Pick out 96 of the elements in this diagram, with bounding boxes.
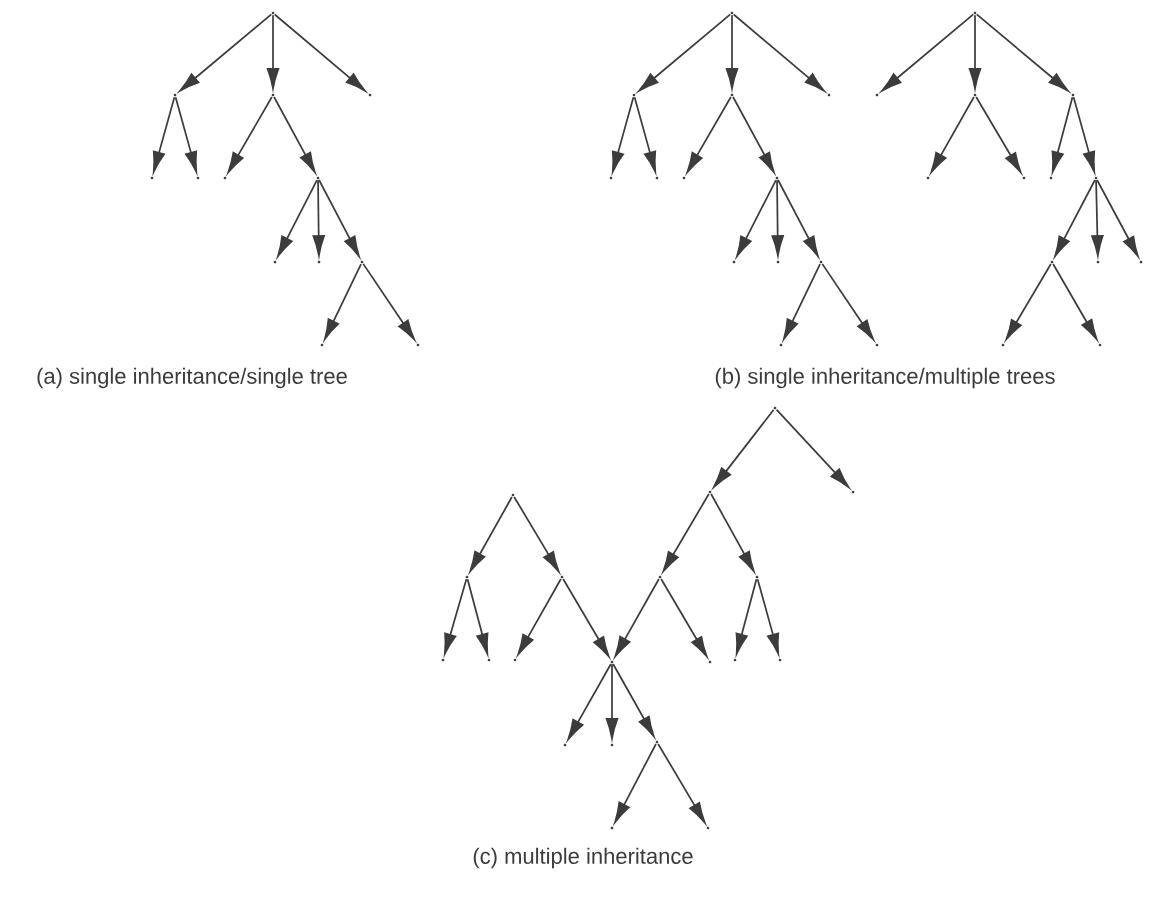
arrow: [686, 96, 732, 174]
branch-point: [150, 176, 154, 180]
branch-point: [360, 260, 364, 264]
caption: (c) multiple inheritance: [473, 847, 693, 869]
branch-point: [441, 658, 445, 662]
arrow: [1096, 179, 1139, 258]
branch-point: [560, 575, 564, 579]
arrow: [725, 14, 739, 90]
branch-point: [416, 343, 420, 347]
arrow: [662, 493, 710, 573]
branch-point: [655, 176, 659, 180]
branch-point: [271, 93, 275, 97]
branch-point: [1049, 176, 1053, 180]
caption: (b) single inheritance/multiple trees: [715, 367, 1055, 389]
branch-point: [655, 740, 659, 744]
arrow: [710, 493, 755, 573]
branch-point: [708, 490, 712, 494]
arrow: [732, 13, 825, 92]
arrow: [975, 13, 1069, 92]
branch-point: [196, 176, 200, 180]
branch-point: [775, 176, 779, 180]
arrow: [273, 96, 316, 174]
arrow: [775, 408, 850, 489]
arrow: [179, 13, 273, 92]
arrow: [362, 263, 416, 341]
branch-point: [1022, 176, 1026, 180]
branch-point: [632, 93, 636, 97]
arrow: [469, 496, 513, 573]
arrow: [517, 578, 562, 656]
branch-point: [609, 176, 613, 180]
branch-point: [513, 658, 517, 662]
branch-point: [733, 658, 737, 662]
branch-point: [223, 176, 227, 180]
arrow: [1005, 263, 1052, 341]
arrow: [975, 96, 1022, 174]
branch-point: [658, 575, 662, 579]
arrow: [732, 96, 775, 174]
arrow: [567, 663, 612, 741]
arrow: [227, 96, 273, 174]
arrow: [638, 13, 732, 92]
caption: (a) single inheritance/single tree: [37, 367, 347, 389]
branch-point: [773, 406, 777, 410]
arrow: [657, 743, 706, 824]
arrow: [605, 663, 619, 740]
branch-point: [1050, 260, 1054, 264]
arrow: [266, 14, 280, 90]
arrow: [614, 578, 660, 658]
arrow: [513, 496, 560, 573]
arrow: [1052, 263, 1098, 341]
branch-point: [926, 176, 930, 180]
arrow: [562, 578, 610, 658]
branch-point: [755, 575, 759, 579]
branch-point: [875, 93, 879, 97]
branch-point: [271, 11, 275, 15]
branch-point: [1001, 343, 1005, 347]
branch-point: [875, 343, 879, 347]
branch-point: [973, 93, 977, 97]
branch-point: [1139, 260, 1143, 264]
arrow: [612, 663, 655, 738]
branch-point: [973, 11, 977, 15]
branch-point: [851, 490, 855, 494]
branch-point: [706, 826, 710, 830]
arrow: [273, 13, 366, 92]
branch-point: [317, 260, 321, 264]
branch-point: [776, 260, 780, 264]
arrow: [713, 408, 775, 488]
branch-point: [610, 743, 614, 747]
branch-point: [487, 658, 491, 662]
branch-point: [730, 11, 734, 15]
branch-point: [730, 93, 734, 97]
arrow: [660, 578, 708, 658]
branch-point: [1094, 176, 1098, 180]
branch-point: [316, 176, 320, 180]
branch-point: [732, 260, 736, 264]
branch-point: [778, 658, 782, 662]
branch-point: [610, 660, 614, 664]
branch-point: [819, 260, 823, 264]
branch-point: [511, 493, 515, 497]
branch-point: [465, 575, 469, 579]
branch-point: [563, 743, 567, 747]
branch-point: [1098, 343, 1102, 347]
branch-point: [779, 343, 783, 347]
branch-point: [827, 93, 831, 97]
branch-point: [682, 176, 686, 180]
branch-point: [708, 660, 712, 664]
branch-point: [1071, 93, 1075, 97]
branch-point: [273, 260, 277, 264]
arrow: [821, 263, 875, 341]
branch-point: [610, 826, 614, 830]
branch-point: [320, 343, 324, 347]
arrow: [930, 96, 975, 174]
branch-point: [173, 93, 177, 97]
branch-point: [1096, 260, 1100, 264]
arrow: [968, 14, 982, 90]
branch-point: [368, 93, 372, 97]
arrow: [881, 13, 975, 92]
